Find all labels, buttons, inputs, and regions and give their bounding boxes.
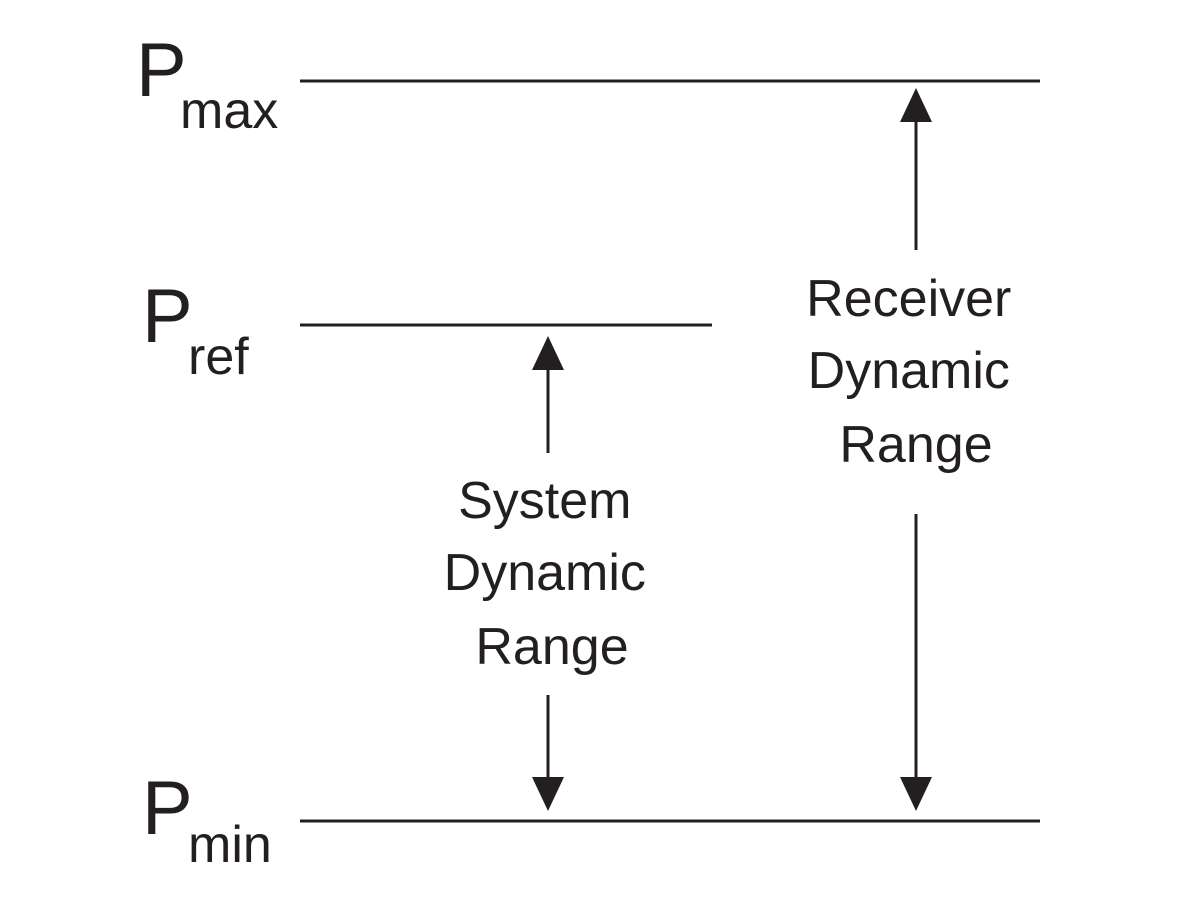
pmax-level: Pmax <box>136 28 1040 140</box>
svg-text:Pmin: Pmin <box>142 766 272 874</box>
system-range-line3: Range <box>475 618 628 676</box>
system-range-down-arrow <box>532 695 564 811</box>
pmax-label-sub: max <box>180 82 278 140</box>
receiver-range-label: Receiver Dynamic Range <box>806 270 1026 474</box>
pmin-level: Pmin <box>142 766 1040 874</box>
svg-text:Pref: Pref <box>142 274 249 386</box>
system-range-line1: System <box>458 472 631 530</box>
receiver-range-down-arrow <box>900 514 932 811</box>
receiver-range-line3: Range <box>839 416 992 474</box>
pref-label-main: P <box>142 274 193 359</box>
pref-label-sub: ref <box>188 328 249 386</box>
system-range-line2: Dynamic <box>444 544 646 602</box>
pmin-label-main: P <box>142 766 193 851</box>
receiver-range-line1: Receiver <box>806 270 1011 328</box>
svg-text:Pmax: Pmax <box>136 28 278 140</box>
pmax-label-main: P <box>136 28 187 113</box>
system-range-up-arrow <box>532 336 564 453</box>
system-range-label: System Dynamic Range <box>444 472 661 676</box>
receiver-range-line2: Dynamic <box>808 342 1010 400</box>
receiver-range-up-arrow <box>900 88 932 250</box>
pmin-label-sub: min <box>188 816 272 874</box>
pref-level: Pref <box>142 274 712 386</box>
